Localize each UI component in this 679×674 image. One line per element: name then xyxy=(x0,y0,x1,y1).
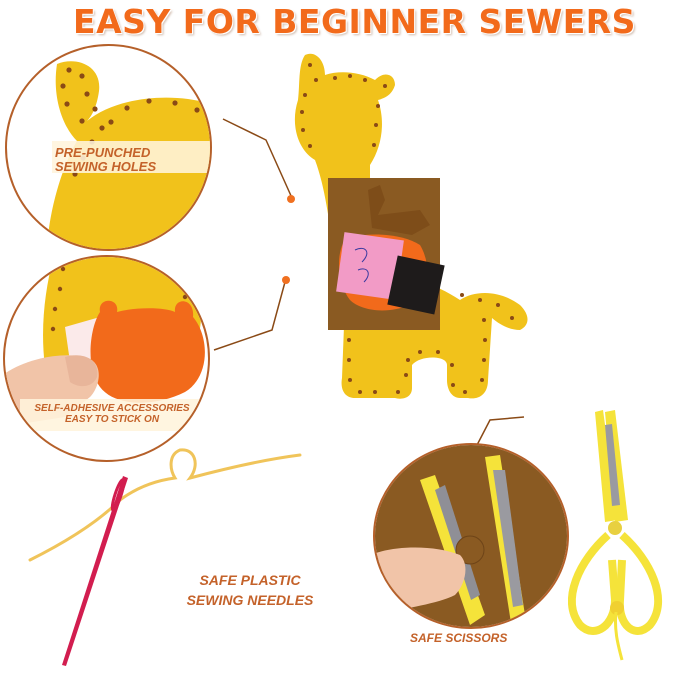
callout-label-holes: PRE-PUNCHED SEWING HOLES xyxy=(55,145,157,174)
callout-circle-adhesive: SELF-ADHESIVE ACCESSORIES EASY TO STICK … xyxy=(3,255,210,462)
page-title: EASY FOR BEGINNER SEWERS xyxy=(73,2,636,41)
label-band xyxy=(52,141,210,173)
callout-label-adhesive: SELF-ADHESIVE ACCESSORIES EASY TO STICK … xyxy=(34,403,190,425)
callout-circle-scissors xyxy=(373,443,569,629)
label-band xyxy=(20,399,200,431)
callout-circle-holes: PRE-PUNCHED SEWING HOLES xyxy=(5,44,212,251)
scissors-closeup-icon xyxy=(375,445,567,627)
callout-label-scissors: SAFE SCISSORS xyxy=(410,631,508,645)
callout-label-needles: SAFE PLASTIC SEWING NEEDLES xyxy=(186,572,314,609)
